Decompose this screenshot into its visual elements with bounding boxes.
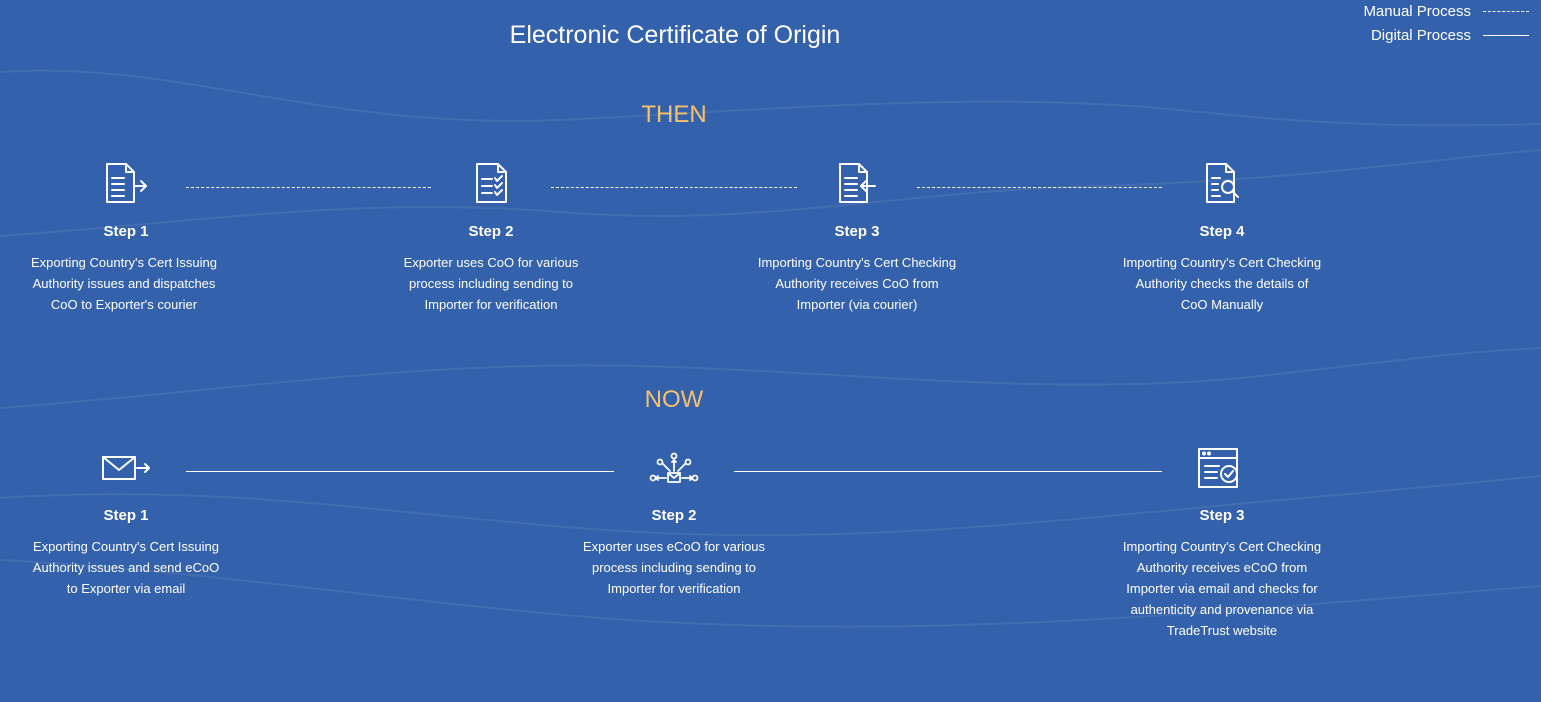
legend-digital: Digital Process bbox=[1371, 25, 1529, 45]
email-send-icon bbox=[102, 456, 150, 480]
then-step-1-desc: Exporting Country's Cert Issuing Authori… bbox=[30, 255, 217, 312]
then-step-4-desc: Importing Country's Cert Checking Author… bbox=[1122, 255, 1322, 312]
document-search-icon bbox=[1206, 163, 1239, 203]
email-distribute-icon bbox=[649, 452, 699, 483]
document-send-icon bbox=[106, 163, 147, 203]
web-verify-icon bbox=[1198, 448, 1238, 488]
now-step-2-desc: Exporter uses eCoO for various process i… bbox=[582, 539, 766, 596]
now-step-3-title: Step 3 bbox=[1199, 507, 1245, 524]
then-connector-3-4 bbox=[917, 187, 1162, 188]
legend-manual: Manual Process bbox=[1363, 1, 1529, 21]
now-connector-2-3 bbox=[734, 471, 1162, 472]
now-step-2-title: Step 2 bbox=[651, 507, 697, 524]
then-step-4-title: Step 4 bbox=[1199, 223, 1245, 240]
then-step-3-desc: Importing Country's Cert Checking Author… bbox=[757, 255, 957, 312]
page-title: Electronic Certificate of Origin bbox=[509, 21, 841, 49]
document-checklist-icon bbox=[476, 163, 507, 203]
legend-manual-label: Manual Process bbox=[1363, 2, 1471, 20]
then-connector-1-2 bbox=[186, 187, 431, 188]
then-connector-2-3 bbox=[551, 187, 797, 188]
now-step-1-desc: Exporting Country's Cert Issuing Authori… bbox=[32, 539, 220, 596]
now-step-1-title: Step 1 bbox=[103, 507, 149, 524]
then-step-1-title: Step 1 bbox=[103, 223, 149, 240]
legend-solid-line bbox=[1483, 34, 1529, 36]
now-step-3-desc: Importing Country's Cert Checking Author… bbox=[1122, 539, 1322, 638]
legend-dashed-line bbox=[1483, 10, 1529, 12]
then-label: THEN bbox=[641, 101, 707, 128]
now-connector-1-2 bbox=[186, 471, 614, 472]
then-step-2-desc: Exporter uses CoO for various process in… bbox=[403, 255, 579, 312]
legend-digital-label: Digital Process bbox=[1370, 26, 1471, 44]
now-label: NOW bbox=[644, 386, 704, 413]
document-receive-icon bbox=[839, 163, 876, 203]
then-step-2-title: Step 2 bbox=[468, 223, 514, 240]
then-step-3-title: Step 3 bbox=[834, 223, 880, 240]
